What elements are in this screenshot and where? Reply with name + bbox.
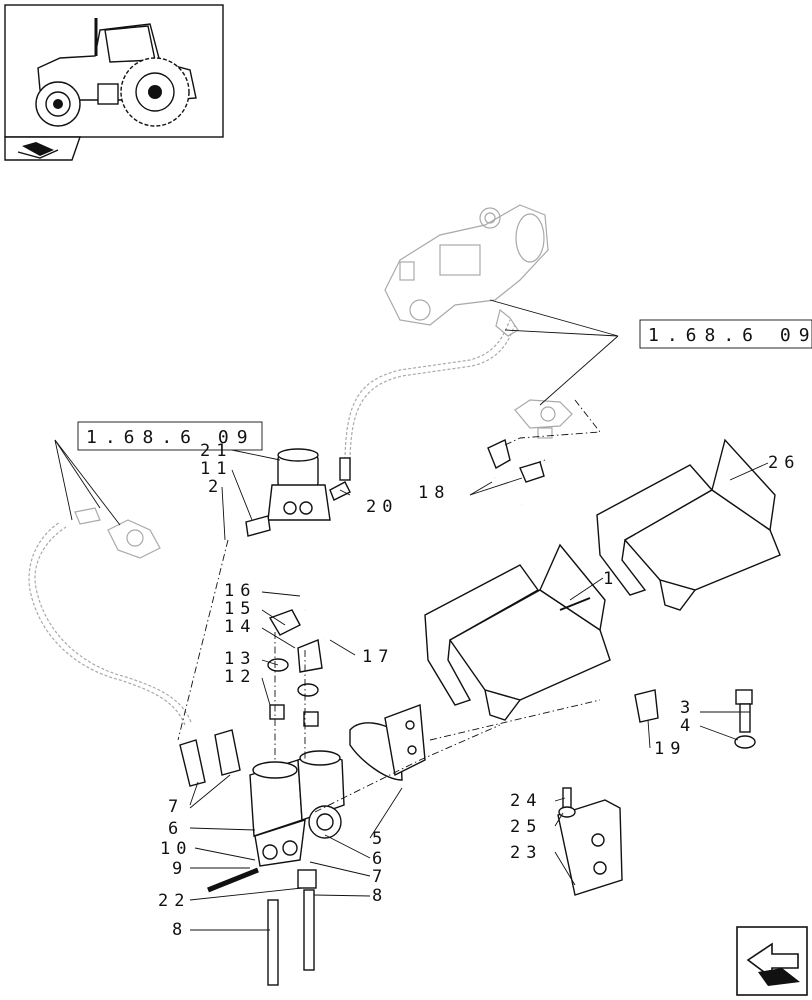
callout-9: 9 [172,859,188,879]
callout-14: 14 [224,617,256,637]
tractor-thumbnail-icon [4,4,224,138]
brake-valve-ghost [384,204,549,337]
fasteners-19-3-4 [634,689,756,749]
callout-3: 3 [680,698,696,718]
reference-box-left[interactable]: 1.68.6 09 [77,421,263,451]
callout-21: 21 [200,441,232,461]
hose-2 [181,539,227,732]
callout-1: 1 [603,569,619,589]
callout-15: 15 [224,599,256,619]
callout-25: 25 [510,817,542,837]
callout-16: 16 [224,581,256,601]
callout-10: 10 [160,839,192,859]
callout-19: 19 [654,739,686,759]
callout-8-right: 8 [372,886,388,906]
callout-18: 18 [418,483,450,503]
callout-23: 23 [510,843,542,863]
callout-7-left: 7 [168,797,184,817]
elbow-fittings [487,439,545,483]
callout-17: 17 [362,647,394,667]
bracket-5 [349,704,426,781]
callout-5: 5 [372,829,388,849]
callout-13: 13 [224,649,256,669]
small-fittings [179,609,323,787]
callout-11: 11 [200,459,232,479]
assembly-lines [177,399,601,813]
callout-6-right: 6 [372,849,388,869]
callout-26: 26 [768,453,800,473]
support-frame-26 [596,438,781,611]
next-page-arrow-icon[interactable] [736,926,808,996]
reference-label-right: 1.68.6 09 [648,325,812,346]
bracket-23 [557,787,623,896]
long-tubes [303,475,524,643]
callout-22: 22 [158,891,190,911]
callouts: 21 11 2 20 18 16 15 14 13 12 17 1 26 3 4… [158,441,800,940]
reference-label-left: 1.68.6 09 [86,427,256,448]
tee-fitting-left-ghost [74,507,161,559]
callout-20: 20 [366,497,398,517]
solenoid-valve-block [207,750,345,986]
support-frame-1 [424,543,611,721]
callout-12: 12 [224,667,256,687]
leader-lines [54,299,769,931]
callout-2: 2 [208,477,224,497]
callout-7-right: 7 [372,867,388,887]
filter-assembly [245,448,351,537]
callout-6-left: 6 [168,819,184,839]
callout-24: 24 [510,791,542,811]
reference-box-right[interactable]: 1.68.6 09 [639,319,812,349]
book-section-icon [4,136,81,161]
tee-fitting-ghost [514,399,573,439]
callout-8-left: 8 [172,920,188,940]
callout-4: 4 [680,716,696,736]
